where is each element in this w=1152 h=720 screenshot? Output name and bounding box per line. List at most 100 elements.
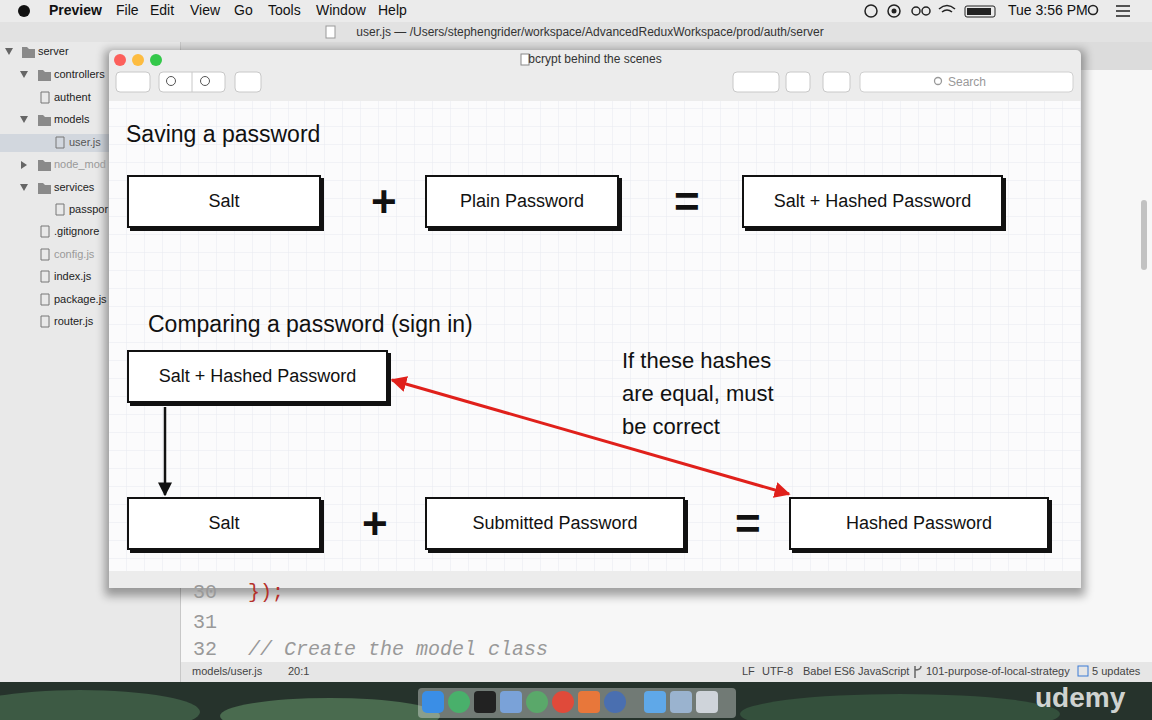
status-item: models/user.js [192,665,262,678]
box-label: Plain Password [460,191,584,212]
file-tree-item: .gitignore [54,225,99,238]
desktop-tree [220,698,440,720]
status-item: Babel ES6 JavaScript [803,665,909,678]
section-heading: Comparing a password (sign in) [148,311,473,339]
code-line: }); [248,582,284,604]
box-label: Salt [208,513,239,534]
editor-window [0,22,1152,682]
menu-item: Help [378,2,407,19]
toolbox-button [823,72,850,92]
process-box: Plain Password [425,175,619,228]
glasses-icon [912,7,930,15]
connector-arrow [392,380,789,494]
box-label: Salt + Hashed Password [774,191,972,212]
connector-arrow [164,407,167,495]
box-label: Salt [208,191,239,212]
note: If these hashes are equal, must be corre… [622,344,800,443]
status-icon [865,5,877,17]
box-label: Salt + Hashed Password [159,366,357,387]
status-item: 101-purpose-of-local-strategy [926,665,1070,678]
file-tree-item: models [54,113,89,126]
dock-icon [578,691,600,713]
window-title: user.js — /Users/stephengrider/workspace… [300,25,880,39]
dock-icon [670,691,692,713]
rotate-button [786,72,810,92]
dock-icon [604,691,626,713]
dock [418,688,736,718]
share-button [235,72,261,92]
folder-icons [22,47,51,194]
menu-item: Tools [268,2,301,19]
dock-icon [644,691,666,713]
file-icons [41,92,64,327]
line-number: 30 [193,582,217,604]
file-tree-item: server [38,45,69,58]
process-box: Submitted Password [425,497,685,550]
search-icon [935,78,942,85]
operator: + [371,176,397,229]
dock-icon [448,691,470,713]
dock-icon [552,691,574,713]
file-tree-item: controllers [54,68,105,81]
dock-icon [474,691,496,713]
search-placeholder: Search [948,75,986,89]
file-tree-item: authent [54,91,91,104]
preview-window [109,50,1081,588]
minimize-button [132,54,144,66]
file-tree-item: passpor [69,203,108,216]
diagram-canvas [109,101,1081,571]
section-heading: Saving a password [126,121,320,149]
search-field [860,72,1073,92]
process-box: Salt [127,497,321,550]
editor-title-bar [0,22,1152,42]
box-label: Hashed Password [846,513,992,534]
close-button [114,54,126,66]
desktop-tree [740,694,1060,720]
operator: + [362,498,388,551]
scrollbar [1141,200,1147,270]
process-box: Hashed Password [789,497,1049,550]
process-box: Salt [127,175,321,228]
dock-icon [500,691,522,713]
updates-icon [1078,666,1088,676]
file-tree-item: router.js [54,315,93,328]
operator: = [674,176,700,229]
toolbar-button [116,72,150,92]
menu-bar [0,0,1152,22]
clock: Tue 3:56 PM [1008,2,1088,19]
code-comment: // Create the model class [248,639,548,661]
toolbar-divider [192,72,193,92]
dock-icon [422,691,444,713]
line-number: 31 [193,612,217,634]
menu-item: Window [316,2,366,19]
process-box: Salt + Hashed Password [742,175,1003,228]
status-item: LF [742,665,755,678]
document-icon [521,54,529,65]
file-tree-item: package.js [54,293,107,306]
menu-item: Preview [49,2,102,19]
branch-icon [915,666,921,678]
file-tree-item: services [54,181,94,194]
selection-outline [752,185,993,218]
menu-item: Go [234,2,253,19]
watermark: udemy [1035,681,1125,715]
status-item: 20:1 [288,665,309,678]
spotlight-icon [1089,6,1098,15]
disclosure-triangles [5,48,28,191]
line-number: 32 [193,639,217,661]
zoom-buttons [159,72,225,92]
markup-button [733,72,779,92]
dock-icon [526,691,548,713]
file-tree-item: user.js [69,136,101,149]
wifi-icon [939,6,955,13]
process-box: Salt + Hashed Password [127,350,388,403]
file-tree-item: node_mod [54,158,106,171]
window-bottom [109,571,1081,588]
apple-logo [18,5,30,17]
notification-icon [1116,6,1130,16]
zoom-in-icon [201,77,210,86]
